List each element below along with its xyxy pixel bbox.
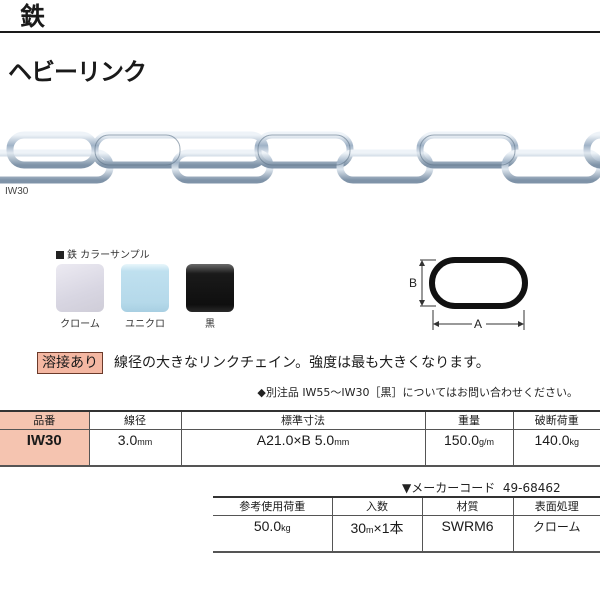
sub-table-header: 参考使用荷重 入数 材質 表面処理: [213, 496, 600, 516]
header-weight: 重量: [424, 410, 513, 430]
table-row: 50.0kg 30m×1本 SWRM6 クローム: [213, 515, 600, 553]
header-wire-diameter: 線径: [88, 410, 181, 430]
cell-wire-diameter: 3.0mm: [88, 429, 181, 467]
header-finish: 表面処理: [512, 496, 600, 516]
maker-code: ▼メーカーコード 49-68462: [402, 481, 561, 495]
cell-quantity: 30m×1本: [331, 515, 422, 553]
product-title: ヘビーリンク: [8, 58, 147, 86]
header-model: 品番: [0, 410, 89, 430]
special-order-note: ◆別注品 IW55〜IW30［黒］についてはお問い合わせください。: [257, 386, 578, 399]
header-working-load: 参考使用荷重: [213, 496, 332, 516]
header-material: 材質: [421, 496, 513, 516]
product-description: 線径の大きなリンクチェイン。強度は最も大きくなります。: [114, 355, 490, 371]
chain-photo: [0, 131, 600, 184]
swatch-chrome: [56, 264, 104, 312]
color-sample-heading: 鉄 カラーサンプル: [56, 246, 150, 261]
dimension-label-a: A: [474, 317, 482, 331]
swatch-label-black: 黒: [205, 319, 215, 330]
header-dimensions: 標準寸法: [180, 410, 425, 430]
cell-weight: 150.0g/m: [424, 429, 513, 467]
cell-dimensions: A21.0×B 5.0mm: [180, 429, 425, 467]
header-breaking-load: 破断荷重: [512, 410, 600, 430]
cell-breaking-load: 140.0kg: [512, 429, 600, 467]
square-bullet-icon: [56, 251, 64, 259]
cell-finish: クローム: [512, 515, 600, 553]
link-dimension-diagram: B A: [409, 257, 528, 331]
category-title: 鉄: [20, 2, 46, 31]
spec-table-header: 品番 線径 標準寸法 重量 破断荷重: [0, 410, 600, 430]
top-divider: [0, 31, 600, 33]
cell-working-load: 50.0kg: [213, 515, 332, 553]
welded-badge: 溶接あり: [37, 352, 103, 374]
photo-caption: IW30: [5, 186, 29, 197]
swatch-black: [186, 264, 234, 312]
swatch-label-chrome: クローム: [60, 319, 100, 330]
sub-spec-table: 参考使用荷重 入数 材質 表面処理 50.0kg 30m×1本 SWRM6 クロ…: [213, 496, 600, 553]
spec-table: 品番 線径 標準寸法 重量 破断荷重 IW30 3.0mm A21.0×B 5.…: [0, 410, 600, 467]
maker-code-value: 49-68462: [502, 481, 561, 495]
table-row: IW30 3.0mm A21.0×B 5.0mm 150.0g/m 140.0k…: [0, 429, 600, 467]
swatch-label-unichrome: ユニクロ: [125, 319, 165, 330]
swatch-unichrome: [121, 264, 169, 312]
header-quantity: 入数: [331, 496, 422, 516]
cell-model: IW30: [0, 429, 89, 467]
dimension-label-b: B: [409, 276, 417, 290]
cell-material: SWRM6: [421, 515, 513, 553]
